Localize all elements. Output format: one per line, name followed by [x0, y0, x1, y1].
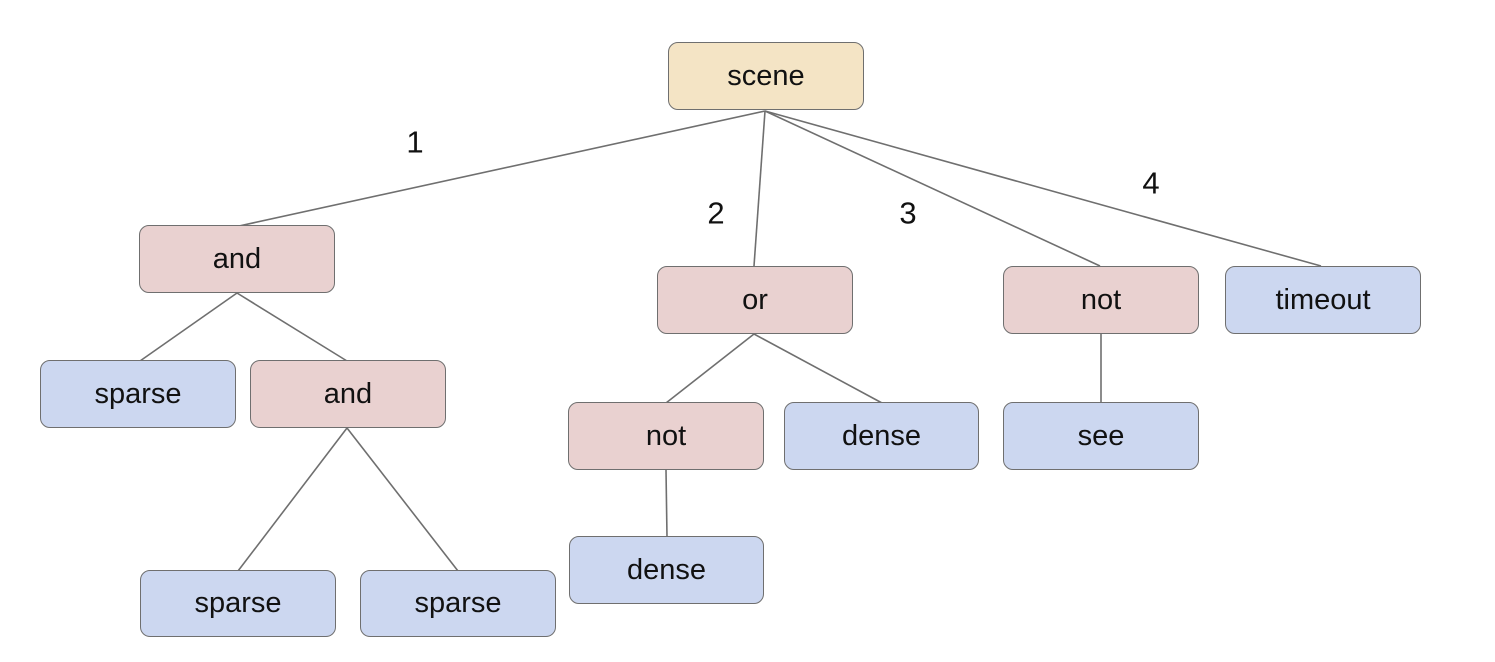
node-and-1: and	[139, 225, 335, 293]
node-see: see	[1003, 402, 1199, 470]
node-not-1: not	[1003, 266, 1199, 334]
edge-and2-sparse2	[346, 427, 459, 572]
edge-label-2: 2	[707, 195, 725, 231]
node-sparse-1: sparse	[40, 360, 236, 428]
node-sparse-3: sparse	[360, 570, 556, 637]
edge-scene-not	[764, 110, 1101, 267]
node-dense-2: dense	[569, 536, 764, 604]
edge-or-not	[665, 333, 755, 404]
edge-scene-timeout	[764, 110, 1322, 267]
edge-label-4: 4	[1142, 165, 1160, 201]
edge-and2-sparse	[237, 427, 348, 572]
node-dense-1: dense	[784, 402, 979, 470]
node-not-2: not	[568, 402, 764, 470]
edge-and-and	[236, 292, 348, 362]
edge-label-3: 3	[899, 195, 917, 231]
node-timeout: timeout	[1225, 266, 1421, 334]
node-or: or	[657, 266, 853, 334]
edge-not2-dense	[665, 469, 668, 538]
edge-or-dense	[753, 333, 883, 404]
edge-scene-or	[753, 110, 766, 267]
node-sparse-2: sparse	[140, 570, 336, 637]
edge-scene-and	[238, 110, 766, 227]
node-scene: scene	[668, 42, 864, 110]
edge-and-sparse	[139, 292, 238, 362]
node-and-2: and	[250, 360, 446, 428]
edge-label-1: 1	[406, 124, 424, 160]
